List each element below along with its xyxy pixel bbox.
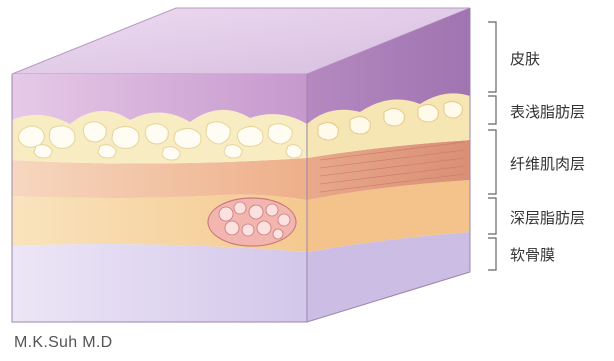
label-fibromuscular: 纤维肌肉层 xyxy=(510,153,585,174)
layer-brackets xyxy=(488,22,496,270)
label-deep-fat: 深层脂肪层 xyxy=(510,207,585,228)
label-superficial-fat: 表浅脂肪层 xyxy=(510,101,585,122)
label-perichondrium: 软骨膜 xyxy=(510,244,555,265)
vessel-cluster xyxy=(208,198,296,246)
author-credit: M.K.Suh M.D xyxy=(14,334,112,352)
label-skin: 皮肤 xyxy=(510,48,540,69)
perichondrium-layer xyxy=(12,244,307,322)
fibromuscular-layer xyxy=(12,158,307,200)
